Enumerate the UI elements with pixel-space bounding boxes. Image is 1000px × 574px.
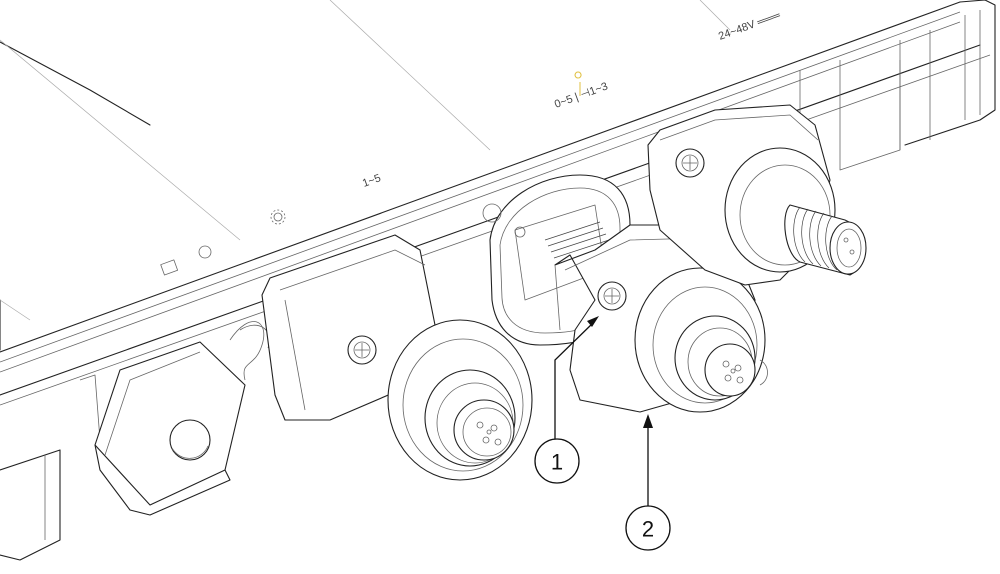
callout-2-number: 2 <box>642 517 654 542</box>
m12-connector-left <box>261 234 533 481</box>
power-rating-label: 24~48V ═══ <box>717 9 782 42</box>
callout-1-number: 1 <box>551 450 563 475</box>
callout-1: 1 <box>534 316 599 484</box>
port-one-label: 1~5 <box>361 172 383 190</box>
m12-connector-right <box>647 104 867 286</box>
callout-2: 2 <box>625 414 671 551</box>
m12-connector-center <box>554 224 768 413</box>
port-range-label: 0~5 | ⊣1~3 <box>553 80 610 110</box>
hex-blanking-plug <box>94 321 270 516</box>
led-indicator-icon <box>574 71 582 96</box>
